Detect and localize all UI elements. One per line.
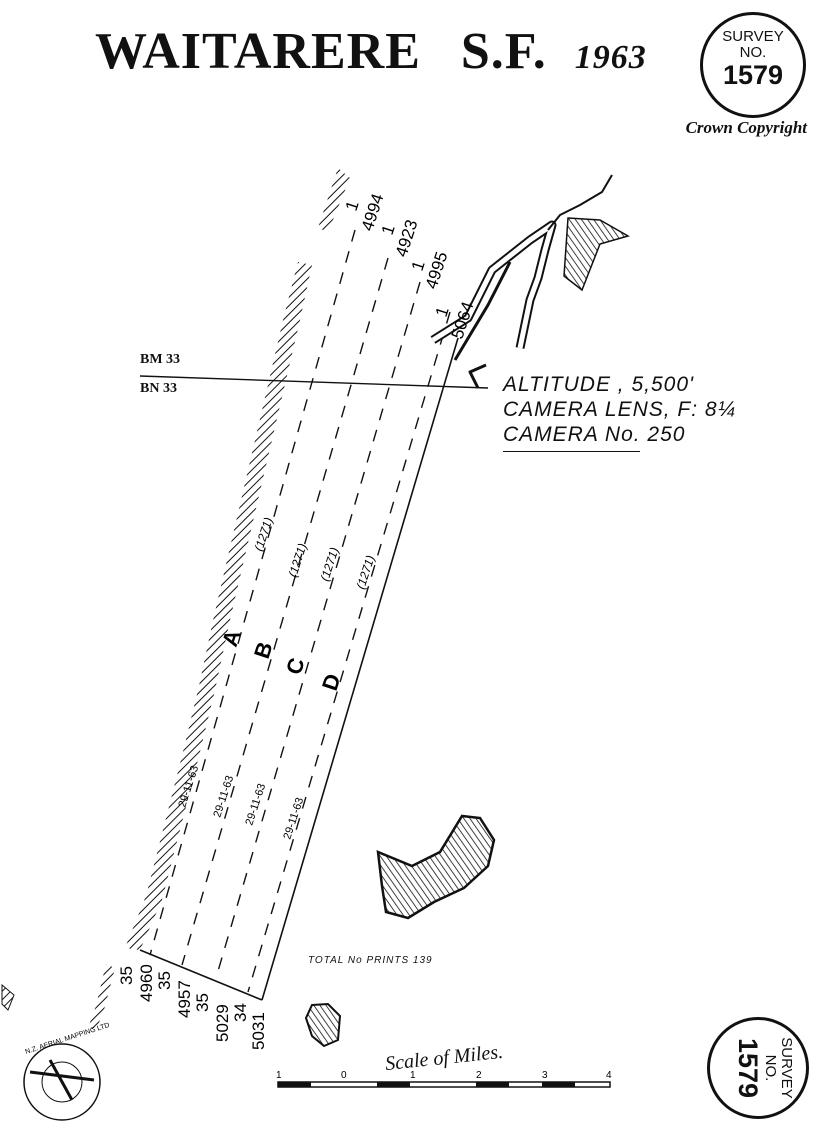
top-print-b-count: 1 (378, 222, 399, 237)
crown-copyright: Crown Copyright (685, 118, 807, 137)
bench-mark-bn: BN 33 (140, 381, 177, 396)
run-a-focal: (1271) (252, 516, 276, 553)
flight-line-c (215, 281, 421, 979)
bench-mark-bm: BM 33 (140, 352, 181, 367)
flight-info: ALTITUDE , 5,500' CAMERA LENS, F: 8¼ CAM… (503, 372, 736, 452)
scale-tick-2: 2 (476, 1070, 482, 1081)
aerial-mapping-logo: N.Z. AERIAL MAPPING LTD (23, 1022, 111, 1121)
title-year: 1963 (574, 39, 647, 76)
scale-tick-0: 0 (341, 1070, 347, 1081)
camera-lens-text: CAMERA LENS, F: 8¼ (503, 398, 737, 421)
top-print-b-number: 4923 (392, 217, 422, 259)
survey-stamp-bottom-line1: SURVEY (778, 1037, 795, 1099)
bottom-print-d-number: 5031 (249, 1012, 268, 1050)
scale-tick-1-left: 1 (276, 1070, 282, 1081)
survey-stamp-bottom-number: 1579 (733, 1037, 763, 1099)
bottom-print-d-count: 34 (231, 1003, 250, 1022)
run-letter-a: A (217, 627, 246, 650)
altitude-text: ALTITUDE , 5,500' (503, 373, 695, 396)
top-print-numbers: 1 4994 1 4923 1 4995 1 5064 (342, 191, 478, 341)
coverage-outline (139, 337, 459, 1001)
camera-number-text: CAMERA No. 250 (503, 423, 686, 446)
lagoon-top (563, 217, 630, 292)
survey-stamp-number: 1579 (722, 60, 784, 90)
run-letter-d: D (317, 671, 346, 694)
run-b-date: 29-11-63 (211, 774, 236, 819)
scale-tick-3: 3 (542, 1070, 548, 1081)
bottom-print-a-count: 35 (117, 966, 136, 985)
survey-stamp-bottom-line2: NO. (762, 1054, 779, 1082)
info-underline (503, 451, 640, 452)
logo-text: N.Z. AERIAL MAPPING LTD (24, 1022, 110, 1056)
top-print-a-count: 1 (342, 198, 363, 213)
title-name: WAITARERE (95, 23, 421, 80)
top-print-c-number: 4995 (422, 249, 452, 291)
bottom-print-a-number: 4960 (137, 964, 156, 1002)
bench-mark-line (139, 375, 489, 389)
total-prints: TOTAL No PRINTS 139 (308, 955, 433, 966)
bottom-print-c-count: 35 (193, 993, 212, 1012)
run-letter-c: C (281, 655, 310, 678)
title-sf: S.F. (460, 23, 547, 80)
lake (376, 814, 496, 920)
small-lake (304, 1002, 342, 1048)
survey-stamp-line2: NO. (739, 44, 767, 61)
bottom-print-b-count: 35 (155, 971, 174, 990)
scale-tick-4: 4 (606, 1070, 612, 1081)
map-title: WAITARERE S.F. 1963 (95, 22, 647, 81)
run-d-date: 29-11-63 (281, 796, 306, 841)
run-c-date: 29-11-63 (243, 782, 268, 827)
bottom-print-c-number: 5029 (213, 1004, 232, 1042)
scale-bar: 1 0 1 2 3 4 (276, 1070, 612, 1088)
flight-line-d (247, 311, 451, 993)
top-print-d-count: 1 (432, 304, 453, 319)
survey-stamp-bottom: SURVEY NO. 1579 (707, 1017, 809, 1119)
run-letter-b: B (249, 639, 278, 662)
edge-mark (1, 983, 15, 1011)
bottom-print-b-number: 4957 (175, 980, 194, 1018)
survey-stamp-top: SURVEY NO. 1579 (700, 12, 806, 118)
run-b-focal: (1271) (286, 542, 310, 579)
run-d-focal: (1271) (354, 554, 378, 591)
flight-lines (149, 229, 451, 993)
coastline (88, 168, 350, 1030)
flight-line-a (149, 229, 356, 956)
river-source (547, 174, 613, 231)
bottom-print-numbers: 35 4960 35 4957 35 5029 34 5031 (117, 964, 268, 1050)
survey-stamp-line1: SURVEY (722, 28, 784, 45)
scale-tick-1: 1 (410, 1070, 416, 1081)
top-print-d-number: 5064 (448, 299, 478, 341)
